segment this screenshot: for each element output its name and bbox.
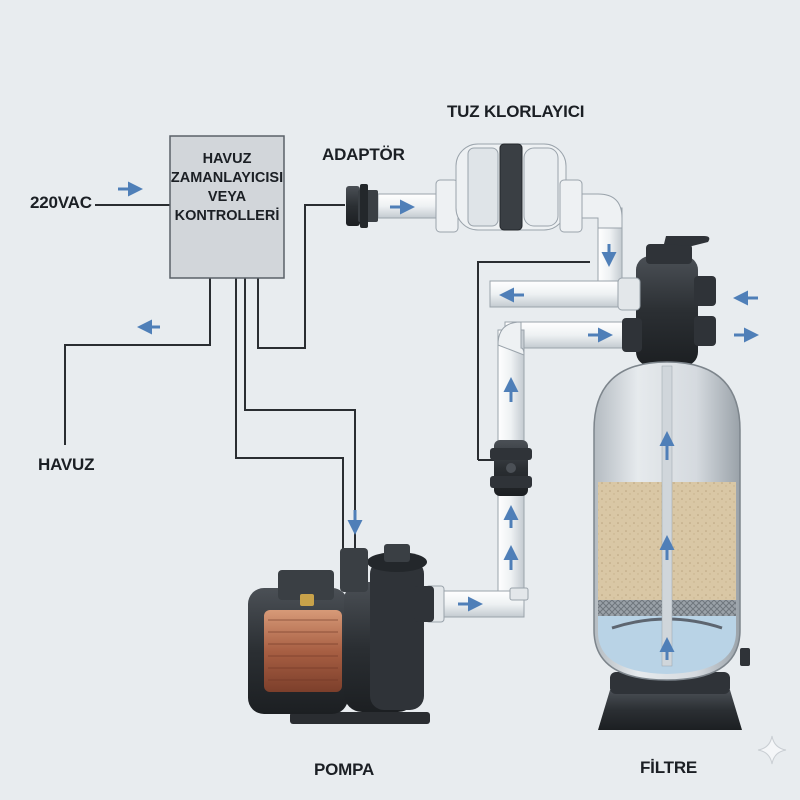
controller-box (169, 135, 285, 279)
pool-label: HAVUZ (38, 455, 95, 474)
salt-chlorinator (435, 143, 623, 233)
voltage-label: 220VAC (30, 193, 92, 212)
pipe-elbow-top (497, 321, 525, 356)
wire-to-adapter (257, 204, 345, 349)
sparkle-icon (757, 735, 787, 765)
adapter-fitting (346, 184, 378, 228)
controller-line: HAVUZ (202, 151, 252, 167)
flow-arrows (118, 181, 759, 660)
pump (248, 544, 434, 724)
sand-filter-tank (593, 361, 750, 730)
adapter-label: ADAPTÖR (322, 145, 405, 164)
pipe-to-filter (504, 321, 641, 349)
pump-motor-winding (264, 610, 342, 692)
wire-to-pool (64, 278, 211, 445)
tank-base (598, 690, 742, 730)
wire-to-valve (477, 261, 590, 460)
wire-to-pump-b (244, 278, 356, 550)
controller-label: HAVUZ ZAMANLAYICISI VEYA KONTROLLERİ (170, 150, 284, 226)
pump-label: POMPA (314, 760, 375, 779)
controller-line: VEYA (207, 189, 247, 205)
controller-line: KONTROLLERİ (174, 208, 280, 224)
multiport-valve (617, 236, 716, 366)
filter-label: FİLTRE (640, 758, 698, 777)
wire-to-pump-a (235, 278, 344, 550)
check-valve (490, 440, 532, 496)
controller-line: ZAMANLAYICISI (170, 170, 284, 186)
chlorinator-label: TUZ KLORLAYICI (447, 102, 585, 121)
tank-standpipe (661, 365, 673, 667)
wiring (64, 204, 590, 550)
